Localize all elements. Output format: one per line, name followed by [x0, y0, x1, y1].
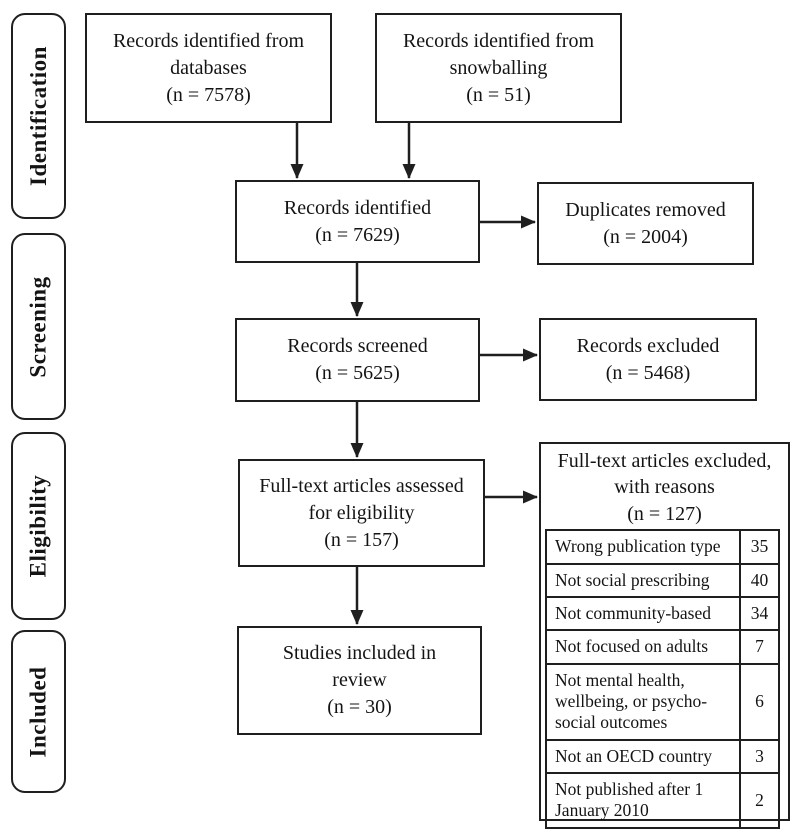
reason-count: 2	[739, 771, 780, 829]
reason-row: Not focused on adults 7	[545, 629, 780, 665]
box-fulltext-excluded-reasons-label: Full-text articles excluded, with reason…	[557, 450, 772, 499]
reason-row: Not mental health, wellbeing, or psycho-…	[545, 662, 780, 741]
box-fulltext-excluded-reasons: Full-text articles excluded, with reason…	[539, 442, 790, 829]
box-records-identified-databases: Records identified from databases (n = 7…	[85, 13, 332, 123]
box-records-identified-count: (n = 7629)	[315, 223, 400, 246]
reason-row: Wrong publication type 35	[545, 529, 780, 565]
reason-label: Not an OECD country	[545, 738, 741, 774]
reason-count: 34	[739, 595, 780, 632]
box-duplicates-removed-count: (n = 2004)	[603, 225, 688, 248]
box-records-identified: Records identified (n = 7629)	[235, 180, 480, 263]
reason-row: Not published after 1 January 2010 2	[545, 771, 780, 829]
box-records-screened-count: (n = 5625)	[315, 362, 400, 384]
box-duplicates-removed-label: Duplicates removed	[565, 198, 726, 221]
box-records-excluded: Records excluded (n = 5468)	[539, 318, 757, 401]
box-records-excluded-label: Records excluded	[576, 334, 720, 357]
box-fulltext-assessed: Full-text articles assessed for eligibil…	[238, 459, 485, 567]
box-duplicates-removed: Duplicates removed (n = 2004)	[537, 182, 754, 265]
reason-count: 35	[739, 529, 780, 565]
reason-row: Not an OECD country 3	[545, 738, 780, 774]
stage-eligibility: Eligibility	[11, 432, 66, 620]
reason-count: 40	[739, 562, 780, 598]
reasons-table: Wrong publication type 35 Not social pre…	[545, 529, 780, 829]
box-records-identified-databases-label: Records identified from databases	[112, 29, 305, 79]
stage-eligibility-label: Eligibility	[25, 474, 51, 578]
box-records-screened: Records screened (n = 5625)	[235, 318, 480, 402]
reason-label: Not published after 1 January 2010	[545, 771, 741, 829]
reason-label: Wrong publication type	[545, 529, 741, 565]
box-studies-included-label: Studies included in review	[282, 642, 437, 691]
stage-identification: Identification	[11, 13, 66, 219]
box-fulltext-excluded-reasons-header: Full-text articles excluded, with reason…	[541, 444, 788, 529]
reason-row: Not social prescribing 40	[545, 562, 780, 598]
box-studies-included: Studies included in review (n = 30)	[237, 626, 482, 735]
reason-label: Not community-based	[545, 595, 741, 632]
box-fulltext-assessed-label: Full-text articles assessed for eligibil…	[259, 474, 464, 524]
stage-identification-label: Identification	[25, 46, 51, 186]
box-records-identified-label: Records identified	[283, 196, 432, 219]
reason-count: 3	[739, 738, 780, 774]
box-records-screened-label: Records screened	[287, 335, 428, 357]
reason-label: Not social prescribing	[545, 562, 741, 598]
box-records-identified-snowballing-label: Records identified from snowballing	[402, 29, 595, 79]
box-records-identified-snowballing: Records identified from snowballing (n =…	[375, 13, 622, 123]
box-records-identified-snowballing-count: (n = 51)	[466, 83, 531, 106]
box-fulltext-excluded-reasons-count: (n = 127)	[627, 502, 702, 525]
box-records-excluded-count: (n = 5468)	[605, 361, 691, 384]
box-fulltext-assessed-count: (n = 157)	[324, 528, 399, 551]
stage-screening: Screening	[11, 233, 66, 420]
box-records-identified-databases-count: (n = 7578)	[166, 83, 251, 106]
stage-included-label: Included	[25, 666, 51, 757]
stage-screening-label: Screening	[25, 275, 51, 378]
stage-included: Included	[11, 630, 66, 793]
reason-label: Not mental health, wellbeing, or psycho-…	[545, 662, 741, 741]
reason-count: 6	[739, 662, 780, 741]
box-studies-included-count: (n = 30)	[327, 696, 392, 718]
reason-label: Not focused on adults	[545, 629, 741, 665]
reason-count: 7	[739, 629, 780, 665]
reason-row: Not community-based 34	[545, 595, 780, 632]
